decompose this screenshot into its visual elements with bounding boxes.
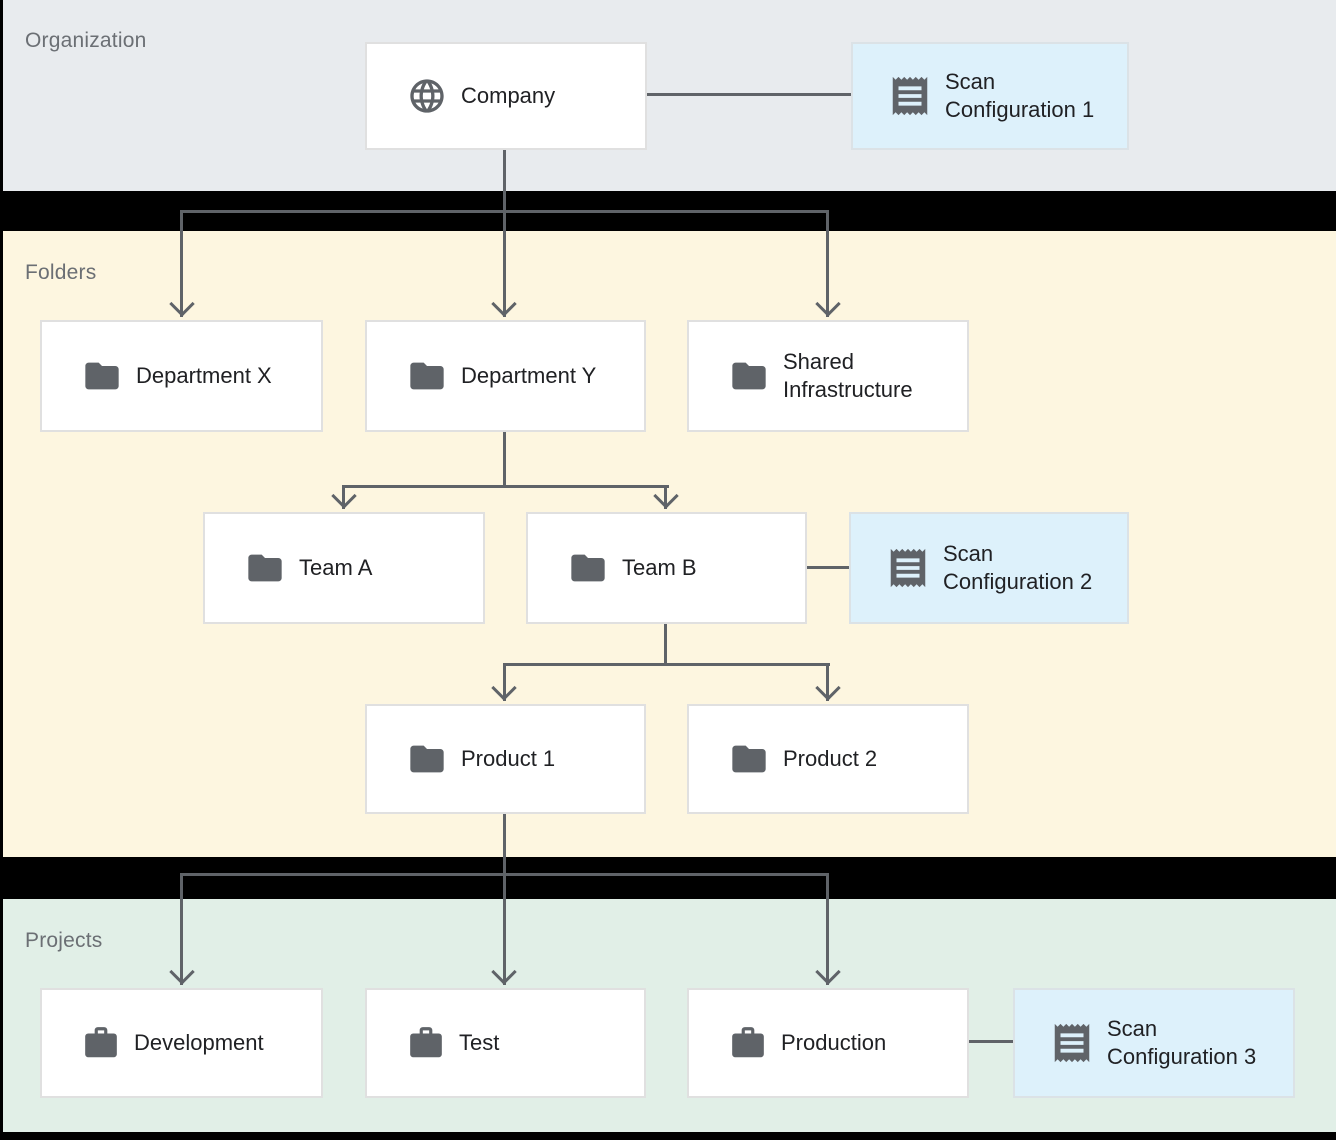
- connector-company-scanconfig1: [647, 93, 851, 96]
- node-label: Product 2: [783, 746, 878, 771]
- node-label: Scan Configuration 3: [1107, 1016, 1257, 1069]
- node-product-2: Product 2: [687, 704, 969, 814]
- connector-to-shared-infrastructure: [826, 210, 829, 317]
- connector-departmenty-stem: [503, 432, 506, 488]
- connector-teamb-scanconfig2: [807, 566, 849, 569]
- node-team-a: Team A: [203, 512, 485, 624]
- node-label: Department X: [136, 363, 272, 388]
- organization-section-label: Organization: [25, 29, 147, 52]
- connector-teams-hline: [342, 485, 669, 488]
- node-team-b: Team B: [526, 512, 807, 624]
- connector-company-stem: [503, 150, 506, 317]
- node-label: Product 1: [461, 746, 556, 771]
- connector-to-department-x: [180, 210, 183, 317]
- connector-teamb-stem: [664, 624, 667, 666]
- node-label: Company: [461, 83, 556, 108]
- node-product-1: Product 1: [365, 704, 646, 814]
- folder-icon: [568, 548, 608, 588]
- connector-projects-hline: [180, 873, 829, 876]
- node-scan-configuration-1: Scan Configuration 1: [851, 42, 1129, 150]
- node-label: Department Y: [461, 363, 597, 388]
- folder-icon: [729, 356, 769, 396]
- folder-icon: [729, 739, 769, 779]
- connector-to-team-b: [664, 485, 667, 509]
- briefcase-icon: [82, 1024, 120, 1062]
- folder-icon: [245, 548, 285, 588]
- connector-to-development: [180, 873, 183, 985]
- receipt-icon: [885, 545, 931, 591]
- folder-icon: [82, 356, 122, 396]
- node-scan-configuration-2: Scan Configuration 2: [849, 512, 1129, 624]
- node-scan-configuration-3: Scan Configuration 3: [1013, 988, 1295, 1098]
- node-label: Team B: [622, 555, 697, 580]
- folders-section-label: Folders: [25, 261, 97, 284]
- folder-icon: [407, 739, 447, 779]
- connector-to-product-1: [503, 663, 506, 701]
- connector-production-scanconfig3: [969, 1040, 1013, 1043]
- connector-to-production: [826, 873, 829, 985]
- node-label: Scan Configuration 2: [943, 541, 1093, 594]
- node-label: Scan Configuration 1: [945, 69, 1095, 122]
- connector-products-hline: [503, 663, 830, 666]
- connector-to-product-2: [826, 663, 829, 701]
- node-label: Test: [459, 1030, 500, 1055]
- node-company: Company: [365, 42, 647, 150]
- briefcase-icon: [407, 1024, 445, 1062]
- connector-departments-hline: [180, 210, 829, 213]
- node-label: Team A: [299, 555, 373, 580]
- briefcase-icon: [729, 1024, 767, 1062]
- folder-icon: [407, 356, 447, 396]
- node-department-x: Department X: [40, 320, 323, 432]
- node-label: Development: [134, 1030, 264, 1055]
- connector-product1-stem: [503, 814, 506, 985]
- node-production: Production: [687, 988, 969, 1098]
- node-development: Development: [40, 988, 323, 1098]
- globe-icon: [407, 76, 447, 116]
- receipt-icon: [887, 73, 933, 119]
- projects-section-label: Projects: [25, 929, 103, 952]
- node-test: Test: [365, 988, 646, 1098]
- node-label: Production: [781, 1030, 887, 1055]
- node-label: Shared Infrastructure: [783, 349, 913, 402]
- receipt-icon: [1049, 1020, 1095, 1066]
- connector-to-team-a: [342, 485, 345, 509]
- node-department-y: Department Y: [365, 320, 646, 432]
- node-shared-infrastructure: Shared Infrastructure: [687, 320, 969, 432]
